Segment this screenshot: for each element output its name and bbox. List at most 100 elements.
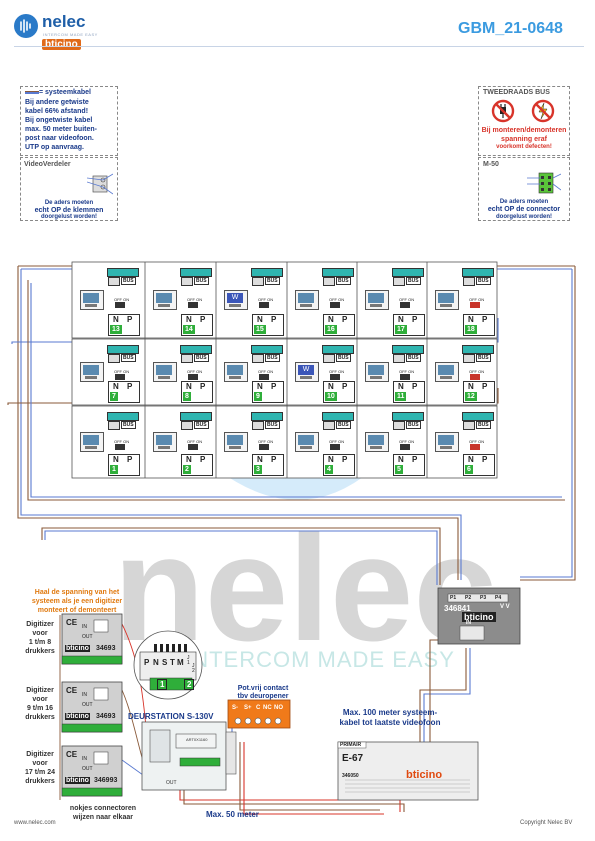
n-label: N [328, 382, 334, 391]
psu-code: 346050 [342, 773, 359, 779]
input-p2: P2 [465, 595, 472, 601]
digitizer-3-device: CE IN OUT bticino 346993 [62, 746, 122, 796]
p-label: P [271, 455, 277, 464]
bus-terminal-block [180, 268, 212, 277]
screen-stand [370, 304, 382, 307]
in-label: IN [82, 692, 87, 698]
deurstation-title: DEURSTATION S-130V [128, 712, 214, 721]
screen-stand [440, 446, 452, 449]
offon-label: OFF ON [187, 297, 203, 302]
footer-website[interactable]: www.nelec.com [14, 820, 56, 826]
input-p3: P3 [480, 595, 487, 601]
offon-label: OFF ON [469, 297, 485, 302]
max100-line-2: kabel tot laatste videofoon [339, 718, 441, 727]
bus-label: BUS [406, 421, 421, 429]
left-note-line-2: systeem als je een digitizer [31, 598, 123, 605]
dip-switch-icon [188, 444, 198, 450]
bus-label: BUS [336, 354, 351, 362]
offon-label: OFF ON [258, 369, 274, 374]
bus-label: BUS [194, 421, 209, 429]
note-systeemkabel-line-1: Bij andere getwiste [25, 99, 89, 106]
digitizer-2-device: CE IN OUT bticino 34693 [62, 682, 122, 732]
offon-label: OFF ON [399, 297, 415, 302]
in-label: IN [82, 756, 87, 762]
unit-number: 7 [110, 392, 118, 401]
n-label: N [113, 382, 119, 391]
unit-number: 12 [465, 392, 477, 401]
bus-connector-icon [463, 421, 475, 430]
bus-connector-icon [181, 354, 193, 363]
offon-label: OFF ON [399, 369, 415, 374]
screen-display [83, 435, 99, 445]
n-label: N [186, 382, 192, 391]
bus-connector-icon [181, 421, 193, 430]
screen-display [438, 365, 454, 375]
bus-connector-icon [323, 354, 335, 363]
digitizer-3-label: Digitizer voor 17 t/m 24 drukkers [18, 750, 62, 786]
bus-connector-icon [323, 277, 335, 286]
unit-number: 3 [254, 465, 262, 474]
bus-terminal-block [462, 268, 494, 277]
in-label: IN [82, 624, 87, 630]
nokjes-line-2: wijzen naar elkaar [73, 814, 133, 821]
screen-stand [158, 446, 170, 449]
connector-icon [527, 170, 562, 196]
zoom-label-j2: J 2 [192, 663, 195, 674]
bus-connector-icon [252, 277, 264, 286]
note-videoverdeler-line-3: doorgelust worden! [41, 214, 97, 220]
header-divider [14, 46, 584, 47]
p-label: P [482, 382, 488, 391]
unit-number: 11 [395, 392, 407, 401]
screen-stand [370, 446, 382, 449]
bus-terminal-block [462, 345, 494, 354]
screen-stand [229, 446, 241, 449]
distributor-brand: bticino [462, 612, 496, 622]
n-label: N [257, 455, 263, 464]
dip-switch-icon [115, 444, 125, 450]
bus-connector-icon [108, 354, 120, 363]
n-label: N [468, 382, 474, 391]
video-screen-icon [365, 290, 389, 310]
note-systeemkabel-title: = systeemkabel [39, 89, 91, 96]
note-videoverdeler: VideoVerdeler De aders moeten echt OP de… [20, 157, 118, 221]
terminal-icon [86, 172, 114, 196]
bus-connector-icon [463, 277, 475, 286]
distributor-vv: V V [500, 604, 510, 610]
dip-switch-icon [188, 374, 198, 380]
bus-connector-icon [252, 354, 264, 363]
bus-terminal-block [392, 268, 424, 277]
digitizer-3-label-line: drukkers [25, 778, 55, 785]
screen-display [227, 435, 243, 445]
digitizer-brand: bticino [65, 645, 90, 652]
bus-label: BUS [265, 354, 280, 362]
note-tweedraads-title: TWEEDRAADS BUS [483, 89, 550, 96]
digitizer-2-label-line: Digitizer [26, 687, 54, 694]
zoom-label-m: M [177, 658, 184, 667]
input-p1: P1 [450, 595, 457, 601]
video-screen-icon [224, 362, 248, 382]
unit-number: 9 [254, 392, 262, 401]
digitizer-3-label-line: Digitizer [26, 751, 54, 758]
p-label: P [271, 315, 277, 324]
dip-switch-icon [115, 302, 125, 308]
n-label: N [468, 455, 474, 464]
bus-label: BUS [336, 277, 351, 285]
offon-label: OFF ON [399, 439, 415, 444]
unit-number: 13 [110, 325, 122, 334]
video-screen-icon [80, 362, 104, 382]
screen-stand [370, 376, 382, 379]
p-label: P [200, 455, 206, 464]
unit-number: 2 [183, 465, 191, 474]
terminal-s-plus: S+ [244, 705, 252, 711]
logo: nelec INTERCOM MADE EASY bticino [14, 12, 114, 50]
